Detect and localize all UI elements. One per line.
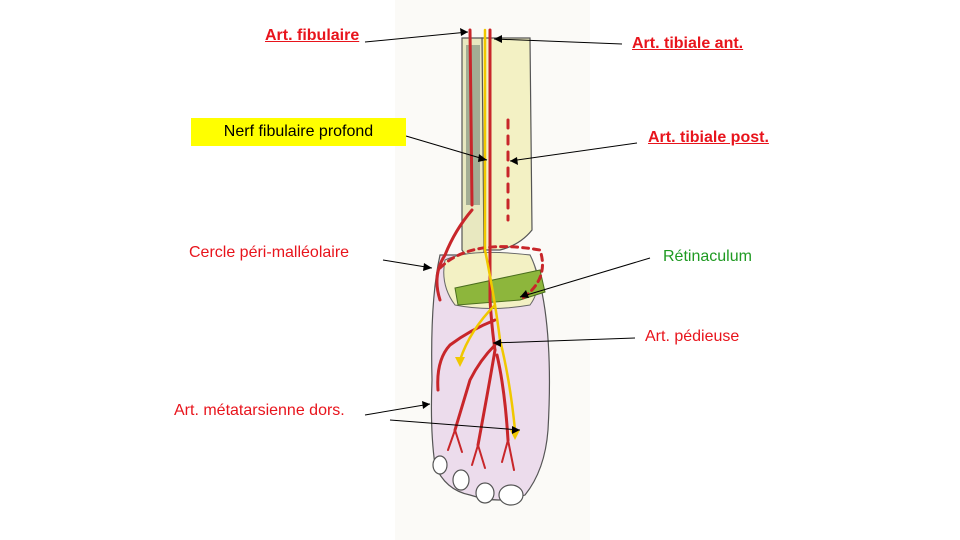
arrowhead-metatarsienne-2 (512, 426, 520, 434)
nerve-branch-arrow-tip (455, 357, 465, 367)
label-art-pedieuse: Art. pédieuse (645, 328, 740, 345)
leader-art-pedieuse (492, 337, 636, 344)
leader-art-tibiale-post (509, 142, 638, 162)
leader-art-fibulaire (364, 31, 469, 43)
label-art-tibiale-post: Art. tibiale post. (648, 129, 769, 146)
arrowhead-fibulaire (460, 28, 468, 36)
nerve-branch (458, 303, 497, 362)
artery-metatarsal-2 (476, 348, 497, 447)
toe-3 (475, 482, 495, 504)
leader-arrowheads (422, 28, 529, 434)
arrowhead-metatarsienne-1 (422, 401, 430, 409)
leader-metatarsienne-1 (364, 403, 431, 416)
toe-5 (432, 455, 448, 475)
label-art-metatarsienne-dors: Art. métatarsienne dors. (174, 402, 345, 419)
leader-art-tibiale-ant (493, 38, 623, 45)
label-art-tibiale-ant: Art. tibiale ant. (632, 35, 744, 52)
arteries (435, 28, 544, 471)
arrowhead-tibiale-post (510, 157, 518, 165)
leader-nerf-fibulaire (405, 135, 488, 161)
artery-peri-malleolar-ring (438, 245, 544, 302)
toe-2 (498, 484, 524, 506)
label-nerf-fibulaire-profond: Nerf fibulaire profond (191, 118, 406, 146)
arrowhead-cercle (423, 263, 432, 271)
arrowhead-nerf (478, 154, 487, 162)
leader-metatarsienne-2 (389, 419, 521, 431)
artery-fibulaire (468, 28, 474, 207)
leader-retinaculum (519, 257, 651, 298)
label-cercle-peri-malleolaire: Cercle péri-malléolaire (189, 244, 350, 261)
artery-digital-branches (447, 429, 515, 471)
artery-lateral-tarsal (436, 318, 497, 392)
artery-metatarsal-3 (495, 353, 510, 442)
label-art-fibulaire: Art. fibulaire (265, 27, 360, 44)
arrowhead-tibiale-ant (494, 35, 502, 43)
artery-metatarsal-1 (453, 343, 497, 432)
artery-peri-malleolar-left (435, 208, 474, 302)
arrowhead-pedieuse (493, 339, 501, 347)
arrowhead-retinaculum (520, 290, 529, 298)
label-retinaculum: Rétinaculum (663, 248, 752, 265)
toe-4 (452, 469, 470, 491)
toes (432, 455, 524, 506)
